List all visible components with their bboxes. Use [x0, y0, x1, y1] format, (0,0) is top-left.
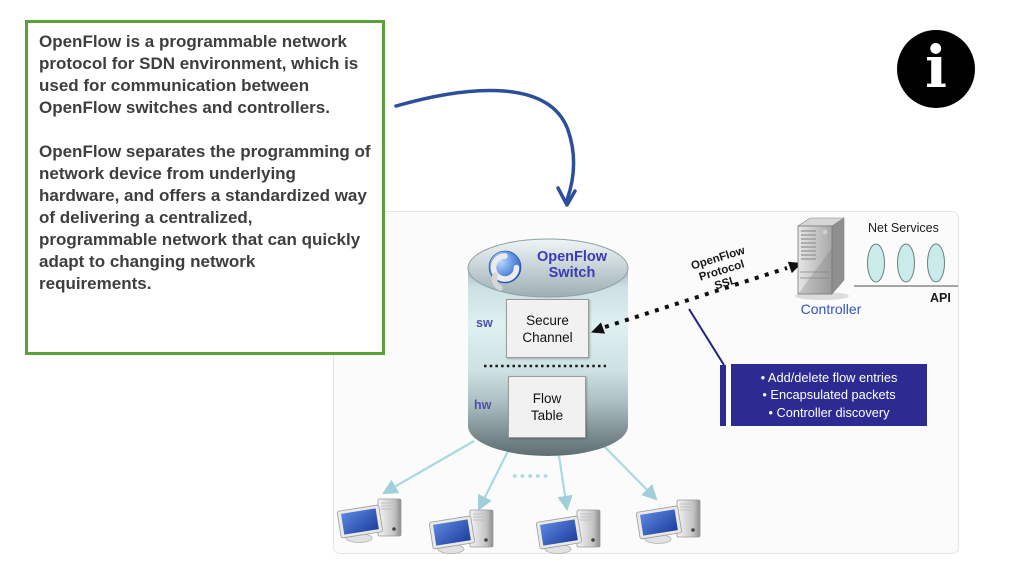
pointer-arrow: [394, 88, 577, 207]
info-box: OpenFlow is a programmable network proto…: [25, 20, 385, 355]
flow-actions-panel: • Add/delete flow entries • Encapsulated…: [731, 364, 927, 426]
protocol-dotted-arrow: [591, 261, 802, 334]
switch-title-line1: OpenFlow: [536, 249, 608, 265]
flow-action-item: • Controller discovery: [768, 404, 890, 420]
flow-table-line2: Table: [530, 408, 564, 423]
info-paragraph-1: OpenFlow is a programmable network proto…: [39, 32, 359, 117]
flow-table-box: Flow Table: [508, 376, 586, 438]
secure-channel-line1: Secure: [526, 312, 569, 328]
flow-action-item: • Add/delete flow entries: [760, 369, 898, 385]
api-label: API: [930, 291, 951, 305]
switch-title: OpenFlow Switch: [522, 249, 622, 281]
secure-channel-box: Secure Channel: [506, 299, 589, 358]
flow-table-line1: Flow: [532, 391, 562, 406]
info-icon-glyph: i: [924, 33, 948, 101]
net-services-group: [854, 243, 958, 287]
openflow-logo-icon: [488, 250, 522, 291]
switch-title-line2: Switch: [548, 265, 596, 281]
sw-label: sw: [476, 316, 493, 330]
openflow-diagram: OpenFlow Switch sw hw Secure Channel Flo…: [333, 211, 959, 554]
flow-action-item: • Encapsulated packets: [762, 387, 896, 403]
info-icon: i: [897, 30, 975, 108]
controller-server-icon: [795, 217, 849, 300]
net-services-label: Net Services: [868, 221, 939, 235]
controller-label: Controller: [800, 301, 862, 317]
secure-channel-line2: Channel: [522, 329, 573, 345]
hw-label: hw: [474, 398, 492, 412]
actions-panel-bar: [720, 365, 726, 426]
host-link-arrows: [382, 440, 658, 512]
actions-connector-line: [688, 308, 725, 366]
info-paragraph-2: OpenFlow separates the programming of ne…: [39, 142, 371, 293]
